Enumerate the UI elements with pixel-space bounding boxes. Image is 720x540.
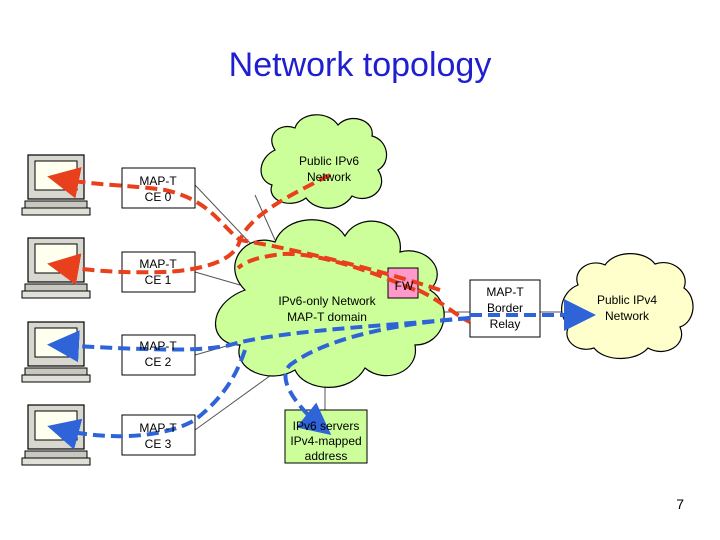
slide-title: Network topology: [228, 46, 492, 84]
page-number: 7: [676, 496, 684, 512]
fw-label: FW: [395, 279, 414, 293]
map-t-ce0-box: [121, 167, 196, 209]
computer-icon: [21, 237, 91, 299]
blue-flow-ce2: [47, 316, 471, 363]
public-ipv4-cloud: [561, 253, 694, 359]
blue-flow-ce3: [47, 349, 247, 450]
border-relay-box: [469, 279, 541, 338]
map-t-ce2-box: [121, 334, 196, 376]
red-flow-ce1: [47, 173, 331, 285]
public-ipv6-cloud: [260, 114, 388, 209]
red-flow-ce0: [47, 167, 441, 292]
red-flow-ipv6: [236, 251, 416, 292]
computer-icon: [21, 321, 91, 383]
computer-icon: [21, 154, 91, 216]
